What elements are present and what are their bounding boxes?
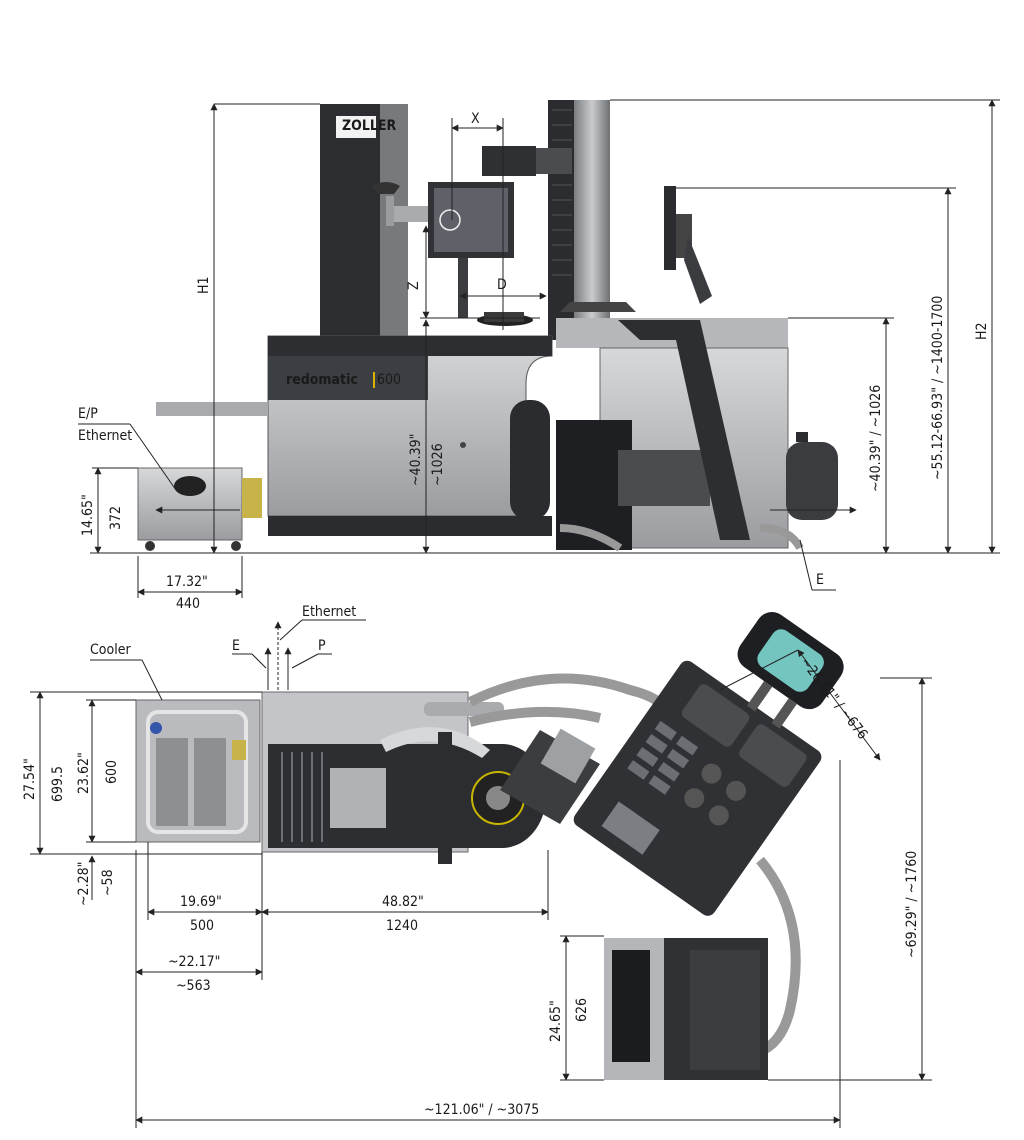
top-cooler-width-mm: 500 [190, 918, 214, 934]
dim-d-label: D [497, 277, 507, 293]
side-ethernet-label: Ethernet [78, 428, 132, 444]
top-e-label: E [232, 638, 240, 654]
top-machine-width-in: 48.82" [382, 894, 424, 910]
dim-monitor-height: ~55.12-66.93" / ~1400-1700 [930, 296, 946, 480]
top-offset-in: ~2.28" [76, 862, 92, 906]
side-e-label: E [816, 572, 824, 588]
top-cabinet-in: 24.65" [548, 1000, 564, 1042]
top-machine-width-mm: 1240 [386, 918, 418, 934]
top-ethernet-label: Ethernet [302, 604, 356, 620]
top-cooler-depth-mm: 600 [104, 760, 120, 784]
top-p-label: P [318, 638, 326, 654]
top-gap-mm: ~563 [176, 978, 211, 994]
zoller-logo-text: ZOLLER [342, 118, 396, 134]
top-cooler-label: Cooler [90, 642, 131, 658]
top-total-length: ~121.06" / ~3075 [424, 1102, 539, 1118]
dim-cooler-height-in: 14.65" [80, 494, 96, 536]
top-cooler-width-in: 19.69" [180, 894, 222, 910]
dim-cooler-width-mm: 440 [176, 596, 200, 612]
dim-z-label: Z [406, 281, 422, 290]
top-gap-in: ~22.17" [168, 954, 220, 970]
top-cabinet-mm: 626 [574, 998, 590, 1022]
side-ep-label: E/P [78, 406, 98, 422]
dim-h1-label: H1 [196, 277, 212, 295]
top-view: Cooler E Ethernet P 27.54" 699.5 23.62" … [22, 604, 932, 1128]
zoller-logo [336, 116, 376, 138]
dim-h2-label: H2 [974, 323, 990, 341]
top-offset-mm: ~58 [100, 869, 116, 896]
top-cooler-depth-in: 23.62" [76, 752, 92, 794]
top-total-depth: ~69.29" / ~1760 [904, 851, 920, 958]
side-view: ZOLLER redomatic 600 [78, 99, 1000, 612]
station-monitor [664, 186, 676, 270]
redomatic-logo-text: redomatic [286, 372, 358, 388]
dim-table-height-mm: ~1026 [430, 443, 446, 486]
left-column [320, 104, 382, 336]
top-depth-in: 27.54" [22, 758, 38, 800]
dim-cooler-height-mm: 372 [108, 506, 124, 530]
top-workstation [573, 611, 844, 916]
dim-right-table-height: ~40.39" / ~1026 [868, 385, 884, 492]
top-depth-mm: 699.5 [50, 766, 66, 802]
model-text: 600 [377, 372, 401, 388]
dim-x-label: X [471, 111, 480, 127]
dim-table-height-in: ~40.39" [408, 434, 424, 486]
dim-cooler-width-in: 17.32" [166, 574, 208, 590]
